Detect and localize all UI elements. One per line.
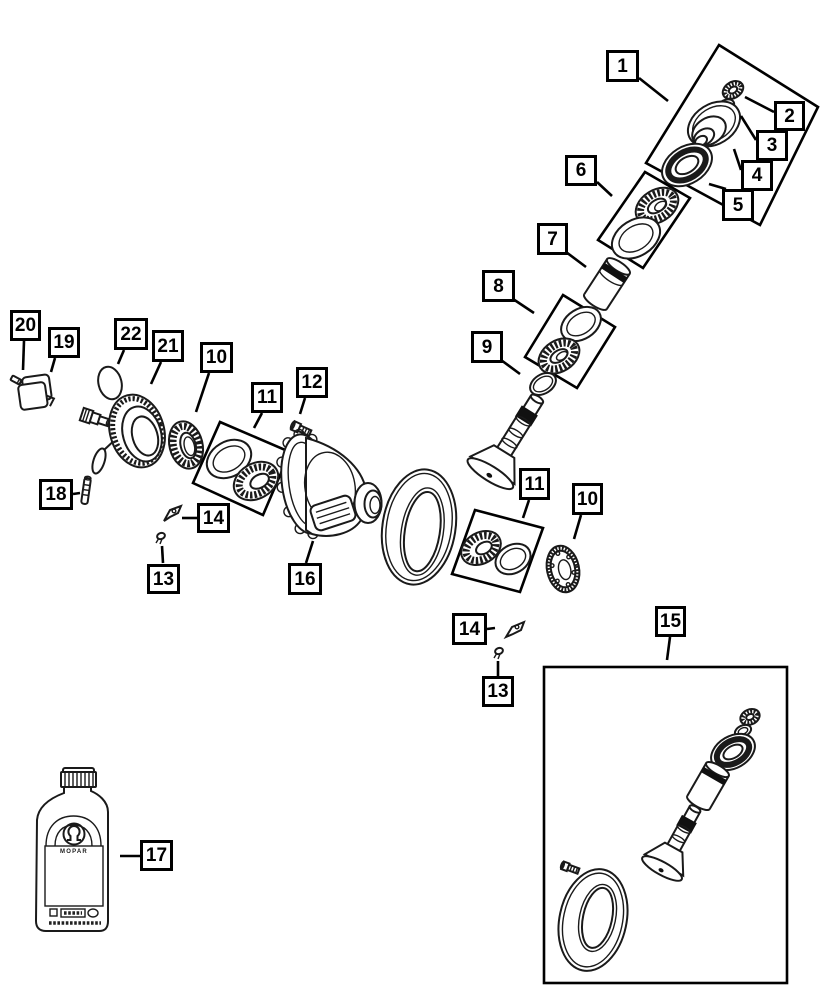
callout-7[interactable]: 7: [537, 223, 568, 255]
kit-pinion-gear[interactable]: [639, 796, 716, 885]
kit-spacer[interactable]: [685, 759, 731, 813]
leader-line-10: [252, 412, 264, 429]
part-5-pinion-seal[interactable]: [654, 135, 719, 195]
part-15-ring-and-pinion-kit-box[interactable]: [542, 665, 789, 985]
leader-line-20: [521, 499, 531, 519]
leader-line-5: [596, 181, 613, 197]
callout-8[interactable]: 8: [482, 270, 515, 302]
part-11-bearing-kit-right-box[interactable]: [450, 508, 545, 594]
callout-3[interactable]: 3: [756, 130, 788, 161]
callout-9[interactable]: 9: [471, 331, 503, 363]
leader-line-21: [572, 514, 583, 540]
part-2-pinion-nut[interactable]: [719, 77, 746, 102]
leader-line-0: [638, 76, 669, 103]
callout-21[interactable]: 21: [152, 330, 184, 362]
part-10-differential-bearing-left[interactable]: [164, 418, 208, 473]
kit-pinion-nut[interactable]: [738, 706, 762, 728]
callout-20[interactable]: 20: [10, 310, 41, 341]
kit-bolt[interactable]: [559, 860, 581, 875]
leader-line-1: [744, 95, 775, 114]
leader-line-11: [298, 397, 307, 415]
callout-11[interactable]: 11: [519, 468, 550, 500]
bottle-arch-outer: [45, 815, 102, 847]
callout-10[interactable]: 10: [200, 342, 233, 373]
kit-ring-gear[interactable]: [550, 863, 637, 978]
leader-line-16: [72, 491, 81, 496]
bottle-arch-inner: [54, 824, 93, 847]
callout-15[interactable]: 15: [655, 606, 686, 637]
callout-6[interactable]: 6: [565, 155, 597, 186]
bottle-brand-text: MOPAR: [60, 849, 88, 855]
leader-line-8: [500, 358, 521, 376]
bottle-bottom-icons: [49, 908, 101, 925]
part-14-bracket-right[interactable]: [503, 620, 526, 640]
callout-14[interactable]: 14: [197, 503, 230, 533]
part-8-tapered-bearing[interactable]: [532, 331, 586, 381]
callout-16[interactable]: 16: [288, 563, 322, 595]
callout-14[interactable]: 14: [452, 613, 487, 645]
part-10-differential-bearing-right[interactable]: [542, 543, 583, 596]
part-14-bracket-left[interactable]: [163, 504, 183, 522]
part-8-pinion-bearing-kit-box[interactable]: [523, 293, 617, 390]
leader-line-13: [149, 361, 163, 385]
part-11-tapered-bearing-right[interactable]: [455, 524, 507, 572]
leader-line-2: [739, 115, 758, 141]
part-6-tapered-bearing[interactable]: [629, 180, 685, 232]
callout-13[interactable]: 13: [147, 564, 180, 594]
callout-22[interactable]: 22: [114, 318, 148, 350]
part-22-o-ring[interactable]: [95, 364, 125, 402]
callout-18[interactable]: 18: [39, 479, 73, 510]
leader-line-9: [194, 372, 211, 413]
bottle-label: [44, 845, 104, 907]
part-8-bearing-cup[interactable]: [555, 300, 607, 348]
callout-13[interactable]: 13: [482, 676, 514, 707]
callout-2[interactable]: 2: [774, 101, 805, 131]
part-21-axle-locker-actuator[interactable]: [78, 388, 173, 475]
part-17-fluid-bottle[interactable]: MOPAR: [34, 767, 109, 932]
callout-19[interactable]: 19: [48, 327, 80, 358]
callout-17[interactable]: 17: [140, 840, 173, 871]
part-11-tapered-bearing-left[interactable]: [227, 454, 285, 508]
leader-line-3: [732, 148, 743, 171]
leader-line-6: [565, 250, 587, 269]
callout-12[interactable]: 12: [296, 367, 328, 398]
part-20-screw[interactable]: [9, 374, 23, 386]
leader-line-18: [160, 545, 165, 564]
mopar-logo-icon: [62, 822, 86, 846]
part-11-bearing-cup-right[interactable]: [490, 538, 536, 581]
part-16-differential-case[interactable]: [270, 425, 383, 542]
callout-5[interactable]: 5: [722, 189, 754, 221]
kit-seal[interactable]: [705, 726, 762, 777]
part-7-spacer[interactable]: [582, 255, 633, 313]
callout-4[interactable]: 4: [741, 160, 773, 191]
part-11-bearing-kit-left-box[interactable]: [191, 420, 292, 517]
part-6-pinion-bearing-kit-box[interactable]: [596, 170, 692, 270]
leader-lines-layer: [21, 76, 775, 858]
leader-line-22: [486, 626, 496, 631]
leader-line-15: [49, 357, 57, 373]
callout-1[interactable]: 1: [606, 50, 639, 82]
part-6-bearing-cup[interactable]: [604, 209, 667, 267]
part-9-shim[interactable]: [526, 369, 560, 400]
part-19-actuator-cover[interactable]: [17, 373, 56, 411]
part-13-screw-left[interactable]: [155, 531, 166, 545]
callout-10[interactable]: 10: [572, 483, 603, 515]
leader-line-19: [304, 540, 315, 564]
leader-line-24: [665, 636, 672, 661]
leader-line-4: [708, 182, 727, 191]
leader-line-12: [116, 349, 126, 365]
part-ring-gear[interactable]: [374, 464, 464, 590]
part-13-screw-right[interactable]: [493, 646, 504, 660]
part-drive-pinion-gear[interactable]: [464, 382, 561, 494]
part-1-pinion-flange-kit-box[interactable]: [644, 43, 820, 227]
leader-line-14: [21, 340, 26, 371]
part-18-pin[interactable]: [80, 475, 92, 505]
leader-line-7: [512, 297, 535, 315]
callout-11[interactable]: 11: [251, 382, 283, 413]
